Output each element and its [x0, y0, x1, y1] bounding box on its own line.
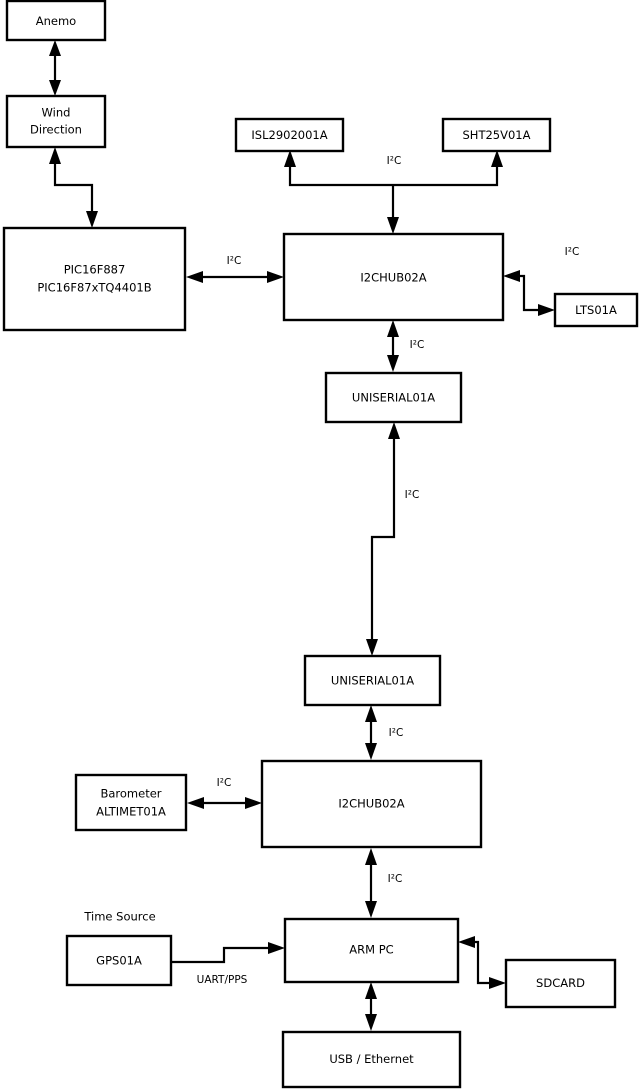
- arrowhead-down: [387, 355, 399, 372]
- node-pic-label-line2: PIC16F87xTQ4401B: [37, 281, 151, 295]
- edge-label-uniserial-bot-to-hub-bot: I²C: [389, 727, 404, 739]
- node-barometer-label-line1: Barometer: [100, 787, 161, 801]
- arrowhead-left: [186, 271, 203, 283]
- arrowhead-left: [458, 936, 475, 948]
- edge-label-gps-to-armpc: UART/PPS: [197, 974, 248, 986]
- arrowhead-down: [86, 211, 98, 228]
- node-gps01a-label: GPS01A: [96, 954, 142, 968]
- node-barometer-altimet01a[interactable]: Barometer ALTIMET01A: [74, 773, 188, 832]
- arrowhead-down: [387, 217, 399, 234]
- link-barometer-hub-bot: [187, 797, 262, 809]
- arrowhead-left: [503, 270, 520, 282]
- link-uniserial-bot-hub-bot: [365, 705, 377, 760]
- arrowhead-down: [49, 80, 61, 96]
- node-arm-pc[interactable]: ARM PC: [283, 917, 460, 984]
- arrowhead-up: [49, 147, 61, 164]
- link-pic-wind: [49, 147, 98, 228]
- node-i2chub02a-top-label: I2CHUB02A: [360, 271, 426, 285]
- edge-label-barometer-to-hub-bot: I²C: [217, 777, 232, 789]
- arrowhead-right: [489, 977, 506, 989]
- node-sdcard-label: SDCARD: [536, 976, 585, 990]
- link-sensors-hub-top: [284, 150, 503, 234]
- node-anemo-label: Anemo: [36, 14, 76, 28]
- arrowhead-right: [245, 797, 262, 809]
- node-barometer-label-line2: ALTIMET01A: [96, 805, 166, 819]
- arrowhead-down: [365, 901, 377, 918]
- node-gps01a[interactable]: GPS01A: [65, 934, 173, 987]
- label-time-source: Time Source: [83, 910, 155, 924]
- node-wind-direction-label-line2: Direction: [30, 123, 82, 137]
- arrowhead-down: [365, 743, 377, 760]
- arrowhead-up: [49, 40, 61, 56]
- link-hub-bot-armpc: [365, 848, 377, 918]
- node-arm-pc-label: ARM PC: [349, 943, 393, 957]
- link-armpc-sdcard: [458, 936, 506, 989]
- node-uniserial01a-top-label: UNISERIAL01A: [352, 391, 435, 405]
- node-usb-ethernet-label: USB / Ethernet: [329, 1052, 414, 1066]
- node-pic-label-line1: PIC16F887: [64, 263, 126, 277]
- arrowhead-right: [538, 304, 555, 316]
- edge-label-uniserial-link: I²C: [405, 489, 420, 501]
- arrowhead-up: [365, 705, 377, 722]
- node-sdcard[interactable]: SDCARD: [504, 958, 617, 1009]
- node-uniserial01a-bottom[interactable]: UNISERIAL01A: [303, 654, 442, 707]
- arrowhead-up: [365, 982, 377, 999]
- edge-label-hub-top-to-uniserial-top: I²C: [410, 339, 425, 351]
- arrowhead-up: [387, 320, 399, 337]
- node-i2chub02a-bottom-label: I2CHUB02A: [338, 797, 404, 811]
- link-anemo-wind: [49, 40, 61, 96]
- edge-label-sensors-to-hub-top: I²C: [387, 155, 402, 167]
- node-isl2902001a-label: ISL2902001A: [251, 128, 327, 142]
- link-uniserial-top-uniserial-bot: [366, 422, 400, 656]
- node-lts01a-label: LTS01A: [575, 303, 617, 317]
- link-armpc-usbeth: [365, 982, 377, 1031]
- node-lts01a[interactable]: LTS01A: [553, 292, 639, 328]
- node-sht25v01a[interactable]: SHT25V01A: [441, 117, 552, 153]
- edge-label-pic-to-hub-top: I²C: [227, 255, 242, 267]
- arrowhead-up: [365, 848, 377, 865]
- node-i2chub02a-bottom[interactable]: I2CHUB02A: [260, 759, 483, 849]
- node-i2chub02a-top[interactable]: I2CHUB02A: [282, 232, 505, 322]
- node-usb-ethernet[interactable]: USB / Ethernet: [281, 1030, 462, 1089]
- edge-label-hub-top-to-lts: I²C: [565, 246, 580, 258]
- link-hub-top-uniserial-top: [387, 320, 399, 372]
- link-gps-armpc: [171, 942, 285, 964]
- arrowhead-left: [187, 797, 204, 809]
- node-anemo[interactable]: Anemo: [5, 0, 107, 42]
- link-hub-top-lts: [503, 270, 555, 316]
- edge-label-hub-bot-to-armpc: I²C: [388, 873, 403, 885]
- arrowhead-down: [365, 1014, 377, 1031]
- node-sht25v01a-label: SHT25V01A: [463, 128, 531, 142]
- arrowhead-right: [268, 942, 285, 954]
- node-uniserial01a-bottom-label: UNISERIAL01A: [331, 674, 414, 688]
- arrowhead-up: [491, 150, 503, 167]
- node-uniserial01a-top[interactable]: UNISERIAL01A: [324, 371, 463, 424]
- link-pic-hub-top: [186, 271, 284, 283]
- arrowhead-down: [366, 639, 378, 656]
- node-wind-direction-label-line1: Wind: [42, 106, 71, 120]
- arrowhead-up: [284, 150, 296, 167]
- arrowhead-right: [267, 271, 284, 283]
- node-wind-direction[interactable]: Wind Direction: [5, 94, 107, 149]
- arrowhead-up: [388, 422, 400, 439]
- node-isl2902001a[interactable]: ISL2902001A: [234, 117, 345, 153]
- node-pic-microcontroller[interactable]: PIC16F887 PIC16F87xTQ4401B: [2, 226, 187, 332]
